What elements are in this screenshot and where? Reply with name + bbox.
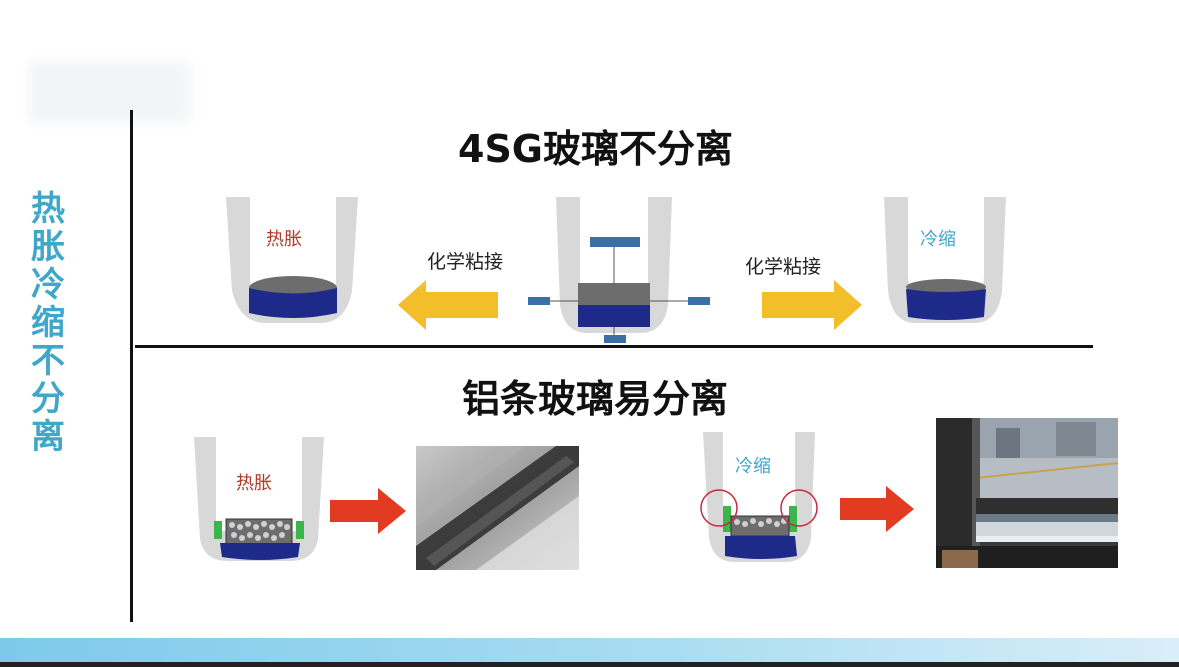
side-title-char: 热 — [31, 189, 65, 229]
yellow-arrow-left-shape — [398, 280, 498, 330]
desiccant-beads — [229, 521, 290, 541]
red-arrow-left — [330, 488, 406, 534]
spacer-block — [578, 283, 650, 307]
side-title-char: 冷 — [31, 265, 65, 305]
bottom-cold-contraction-diagram: 冷缩 — [700, 432, 818, 562]
callout-tag-right — [688, 297, 710, 305]
callout-tag-left — [528, 297, 550, 305]
green-seal-right — [296, 521, 304, 539]
top-hot-label: 热胀 — [266, 229, 302, 250]
callout-tag-bottom — [604, 335, 626, 343]
photo-aluminum-spacer-closeup — [416, 446, 579, 570]
spacer-contracted — [906, 279, 986, 295]
red-arrow-right-shape — [840, 486, 914, 532]
separation-circle-left — [700, 489, 738, 527]
side-title: 热 胀 冷 缩 不 分 离 — [28, 190, 68, 456]
bottom-hot-label: 热胀 — [236, 473, 272, 494]
bottom-hot-expansion-diagram: 热胀 — [194, 437, 324, 561]
right-arrow-label: 化学粘接 — [745, 256, 822, 278]
red-arrow-left-shape — [330, 488, 406, 534]
photo-window-corner-separation — [936, 418, 1118, 568]
top-cold-label: 冷缩 — [920, 229, 956, 250]
horizontal-divider — [135, 345, 1093, 348]
vertical-divider — [130, 110, 133, 622]
side-title-char: 分 — [31, 379, 65, 419]
sealant-layer — [578, 305, 650, 327]
top-hot-expansion-diagram: 热胀 — [226, 197, 358, 323]
green-seal-left — [723, 506, 731, 532]
center-structure-diagram — [528, 197, 710, 343]
sealant-layer — [725, 536, 797, 559]
yellow-arrow-right — [762, 280, 862, 330]
green-seal-left — [214, 521, 222, 539]
sealant-layer — [220, 543, 300, 560]
yellow-arrow-left — [398, 280, 498, 330]
yellow-arrow-right-shape — [762, 280, 862, 330]
sealant-layer — [249, 288, 337, 318]
bottom-cold-label: 冷缩 — [735, 456, 771, 477]
sealant-layer — [906, 289, 986, 320]
red-arrow-right — [840, 486, 914, 532]
blurred-logo-area — [30, 62, 190, 122]
bottom-dark-strip — [0, 662, 1179, 667]
top-cold-contraction-diagram: 冷缩 — [884, 197, 1006, 323]
side-title-char: 不 — [31, 341, 65, 381]
side-title-char: 缩 — [31, 303, 65, 343]
side-title-char: 胀 — [31, 227, 65, 267]
callout-tag-top — [590, 237, 640, 247]
bottom-section-heading: 铝条玻璃易分离 — [462, 377, 729, 421]
green-seal-right — [789, 506, 797, 532]
separation-circle-right — [780, 489, 818, 527]
top-section-heading: 4SG玻璃不分离 — [458, 127, 733, 171]
left-arrow-label: 化学粘接 — [427, 251, 504, 273]
side-title-char: 离 — [31, 417, 65, 457]
